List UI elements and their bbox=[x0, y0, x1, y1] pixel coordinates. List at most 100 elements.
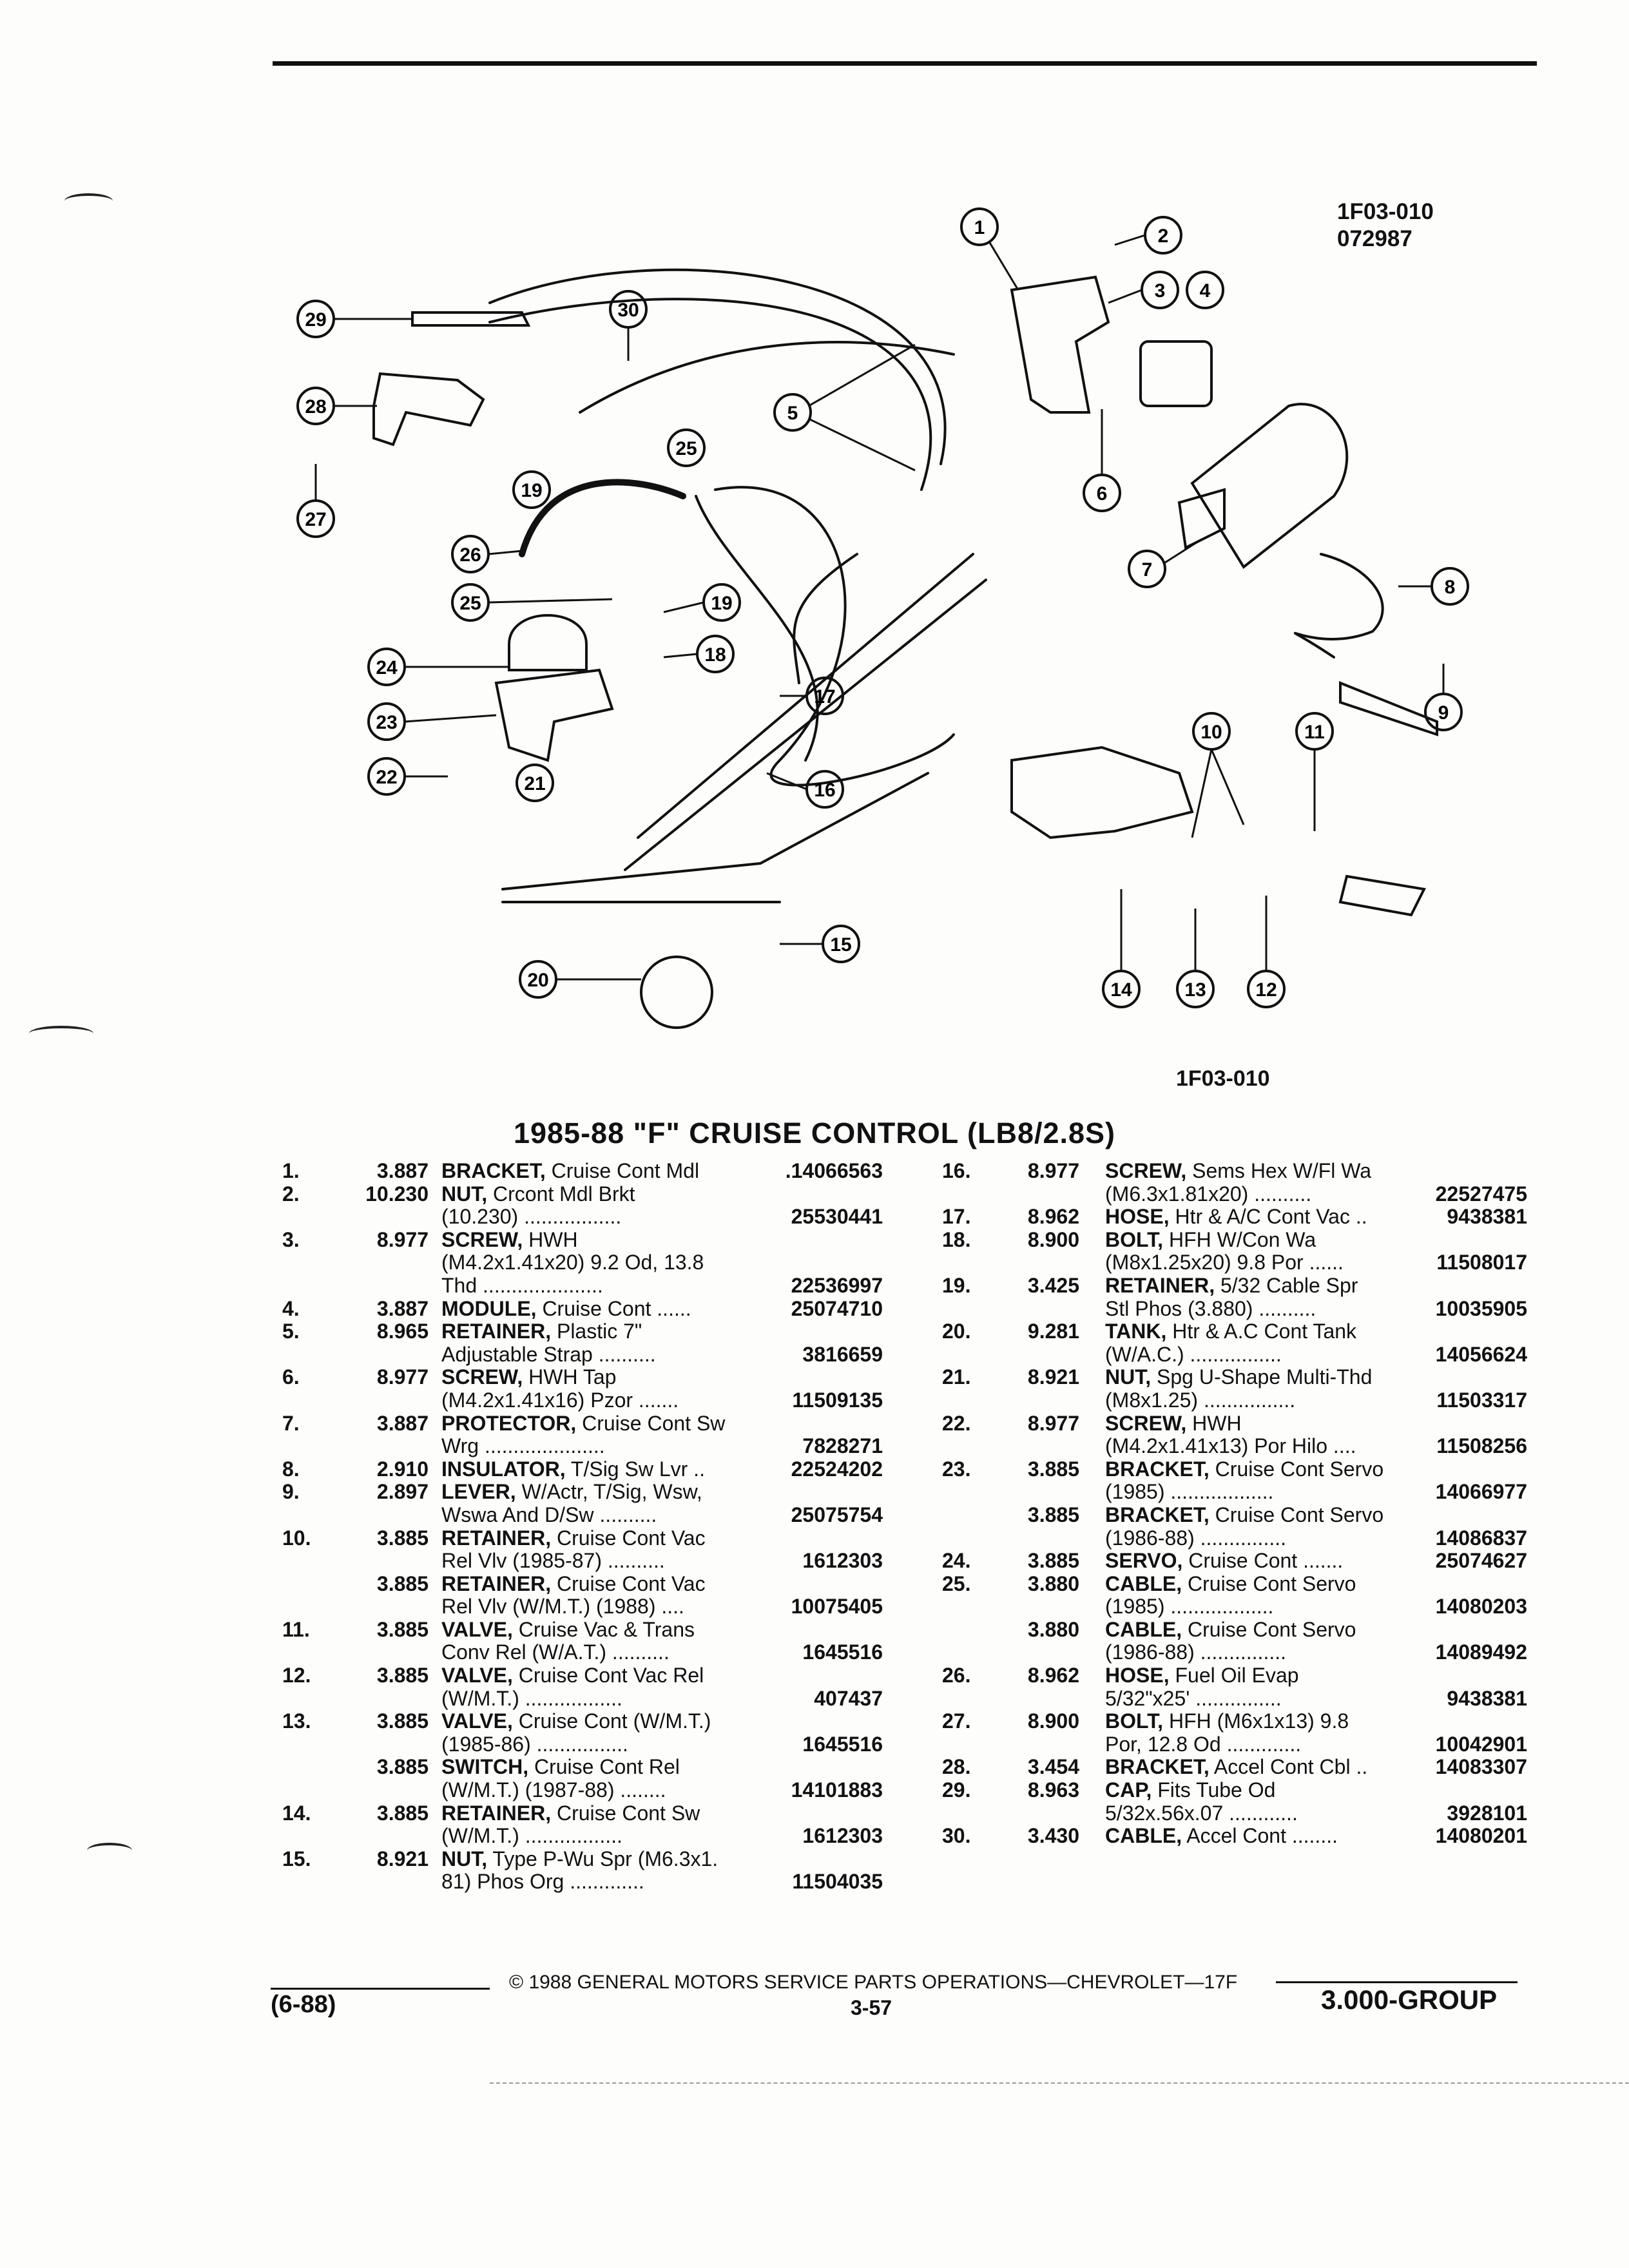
group-number: 8.977 bbox=[1027, 1159, 1079, 1182]
group-number: 3.885 bbox=[376, 1617, 429, 1641]
item-number: 25. bbox=[942, 1571, 971, 1595]
part-description: Wswa And D/Sw .......... bbox=[441, 1503, 657, 1527]
part-detail: (M4.2x1.41x20) 9.2 Od, 13.8 bbox=[441, 1251, 704, 1274]
item-number: 3. bbox=[282, 1227, 300, 1251]
part-description: NUT, Crcont Mdl Brkt bbox=[441, 1182, 635, 1206]
part-detail: Spg U-Shape Multi-Thd bbox=[1151, 1365, 1373, 1389]
group-number: 2.897 bbox=[376, 1480, 429, 1504]
part-detail: (1986-88) ............... bbox=[1105, 1640, 1286, 1664]
part-detail: (1986-88) ............... bbox=[1105, 1526, 1286, 1550]
parts-list-line: Conv Rel (W/A.T.) ..........1645516 bbox=[277, 1641, 883, 1664]
item-number: 22. bbox=[942, 1411, 971, 1435]
bracket-23 bbox=[494, 668, 614, 762]
parts-list-line: (M8x1.25) ................11503317 bbox=[934, 1389, 1527, 1412]
footer-group: 3.000-GROUP bbox=[1321, 1984, 1498, 2015]
svg-text:17: 17 bbox=[814, 686, 835, 707]
part-detail: Fuel Oil Evap bbox=[1169, 1664, 1299, 1687]
group-number: 3.885 bbox=[1027, 1549, 1079, 1573]
part-name: BOLT, bbox=[1105, 1227, 1164, 1251]
scan-edge-line bbox=[490, 2082, 1629, 2084]
svg-text:25: 25 bbox=[675, 438, 697, 459]
part-name: RETAINER, bbox=[1105, 1273, 1215, 1297]
part-description: RETAINER, Cruise Cont Sw bbox=[441, 1802, 700, 1825]
part-description: PROTECTOR, Cruise Cont Sw bbox=[441, 1412, 725, 1436]
item-number: 18. bbox=[942, 1227, 971, 1251]
part-description: Rel Vlv (1985-87) .......... bbox=[441, 1549, 665, 1573]
svg-text:3: 3 bbox=[1155, 280, 1166, 302]
part-detail: 5/32x.56x.07 ............ bbox=[1105, 1801, 1298, 1825]
group-number: 3.885 bbox=[376, 1709, 429, 1733]
part-detail: (W/M.T.) ................. bbox=[441, 1824, 622, 1848]
top-rule bbox=[273, 61, 1537, 66]
part-description: SCREW, HWH bbox=[1105, 1412, 1242, 1436]
item-number: 19. bbox=[942, 1273, 971, 1297]
accel-cable bbox=[488, 268, 947, 465]
group-number: 3.885 bbox=[376, 1664, 429, 1687]
bracket-28 bbox=[372, 372, 485, 447]
part-detail: (M8x1.25x20) 9.8 Por ...... bbox=[1105, 1251, 1344, 1274]
svg-text:23: 23 bbox=[376, 712, 397, 733]
part-number: 14080201 bbox=[1435, 1824, 1527, 1848]
part-description: (M6.3x1.81x20) .......... bbox=[1105, 1182, 1311, 1206]
parts-list-line: (W/M.T.) .................407437 bbox=[277, 1687, 883, 1711]
part-description: (M8x1.25x20) 9.8 Por ...... bbox=[1105, 1251, 1344, 1274]
item-number: 15. bbox=[282, 1847, 311, 1870]
footer-rule-left bbox=[271, 1988, 490, 1990]
group-number: 3.885 bbox=[1027, 1503, 1079, 1526]
part-name: NUT, bbox=[441, 1847, 488, 1870]
part-number: 14101883 bbox=[791, 1778, 883, 1802]
part-number: 11508256 bbox=[1436, 1434, 1527, 1458]
parts-list-line: Wrg .....................7828271 bbox=[277, 1434, 883, 1458]
part-number: 14066977 bbox=[1435, 1480, 1527, 1504]
part-detail: (W/M.T.) (1987-88) ........ bbox=[441, 1778, 666, 1802]
part-description: Stl Phos (3.880) .......... bbox=[1105, 1297, 1316, 1321]
part-number: 22524202 bbox=[791, 1457, 883, 1481]
group-number: 3.425 bbox=[1027, 1273, 1079, 1297]
part-name: CAP, bbox=[1105, 1778, 1152, 1802]
part-description: SERVO, Cruise Cont ....... bbox=[1105, 1549, 1343, 1573]
parts-list-line: Thd .....................22536997 bbox=[277, 1274, 883, 1298]
group-number: 9.281 bbox=[1027, 1320, 1079, 1343]
part-detail: Cruise Cont Servo bbox=[1209, 1457, 1384, 1481]
parts-list-line: (1986-88) ...............14089492 bbox=[934, 1641, 1527, 1664]
lever-9 bbox=[1339, 681, 1438, 736]
part-detail: (W/A.C.) ................ bbox=[1105, 1342, 1282, 1366]
group-number: 3.880 bbox=[1027, 1617, 1079, 1641]
part-name: BRACKET, bbox=[1105, 1755, 1210, 1779]
svg-text:13: 13 bbox=[1184, 979, 1206, 1001]
part-number: 407437 bbox=[814, 1686, 883, 1710]
steering-column bbox=[1190, 403, 1349, 569]
part-detail: Wrg ..................... bbox=[441, 1434, 605, 1458]
part-name: SERVO, bbox=[1105, 1549, 1183, 1573]
part-description: (1985) .................. bbox=[1105, 1595, 1273, 1619]
page-title: 1985-88 "F" CRUISE CONTROL (LB8/2.8S) bbox=[513, 1117, 1116, 1149]
svg-text:4: 4 bbox=[1200, 280, 1211, 302]
parts-list-line: (M4.2x1.41x13) Por Hilo ....11508256 bbox=[934, 1434, 1527, 1458]
exploded-parts-diagram: 29 30 28 27 19 25 26 25 19 18 24 23 22 2… bbox=[296, 207, 1469, 1029]
part-number: 11509135 bbox=[792, 1388, 883, 1412]
part-name: SCREW, bbox=[1105, 1411, 1187, 1435]
parts-list-line: (1985) ..................14066977 bbox=[934, 1481, 1527, 1504]
part-detail: HFH (M6x1x13) 9.8 bbox=[1163, 1709, 1349, 1733]
item-number: 24. bbox=[942, 1549, 971, 1573]
part-description: SCREW, HWH bbox=[441, 1228, 578, 1252]
servo-cable-loop bbox=[695, 495, 819, 762]
footer-copyright: © 1988 GENERAL MOTORS SERVICE PARTS OPER… bbox=[509, 1972, 1238, 1993]
part-detail: W/Actr, T/Sig, Wsw, bbox=[516, 1480, 702, 1504]
part-name: RETAINER, bbox=[441, 1526, 552, 1550]
item-number: 8. bbox=[282, 1457, 300, 1481]
part-name: NUT, bbox=[441, 1182, 488, 1206]
part-name: BRACKET, bbox=[441, 1159, 546, 1182]
part-detail: Cruise Cont Vac bbox=[551, 1571, 706, 1595]
part-description: (W/M.T.) (1987-88) ........ bbox=[441, 1778, 666, 1802]
parts-list-line: (M4.2x1.41x20) 9.2 Od, 13.8 bbox=[277, 1251, 883, 1274]
part-description: Thd ..................... bbox=[441, 1274, 603, 1298]
